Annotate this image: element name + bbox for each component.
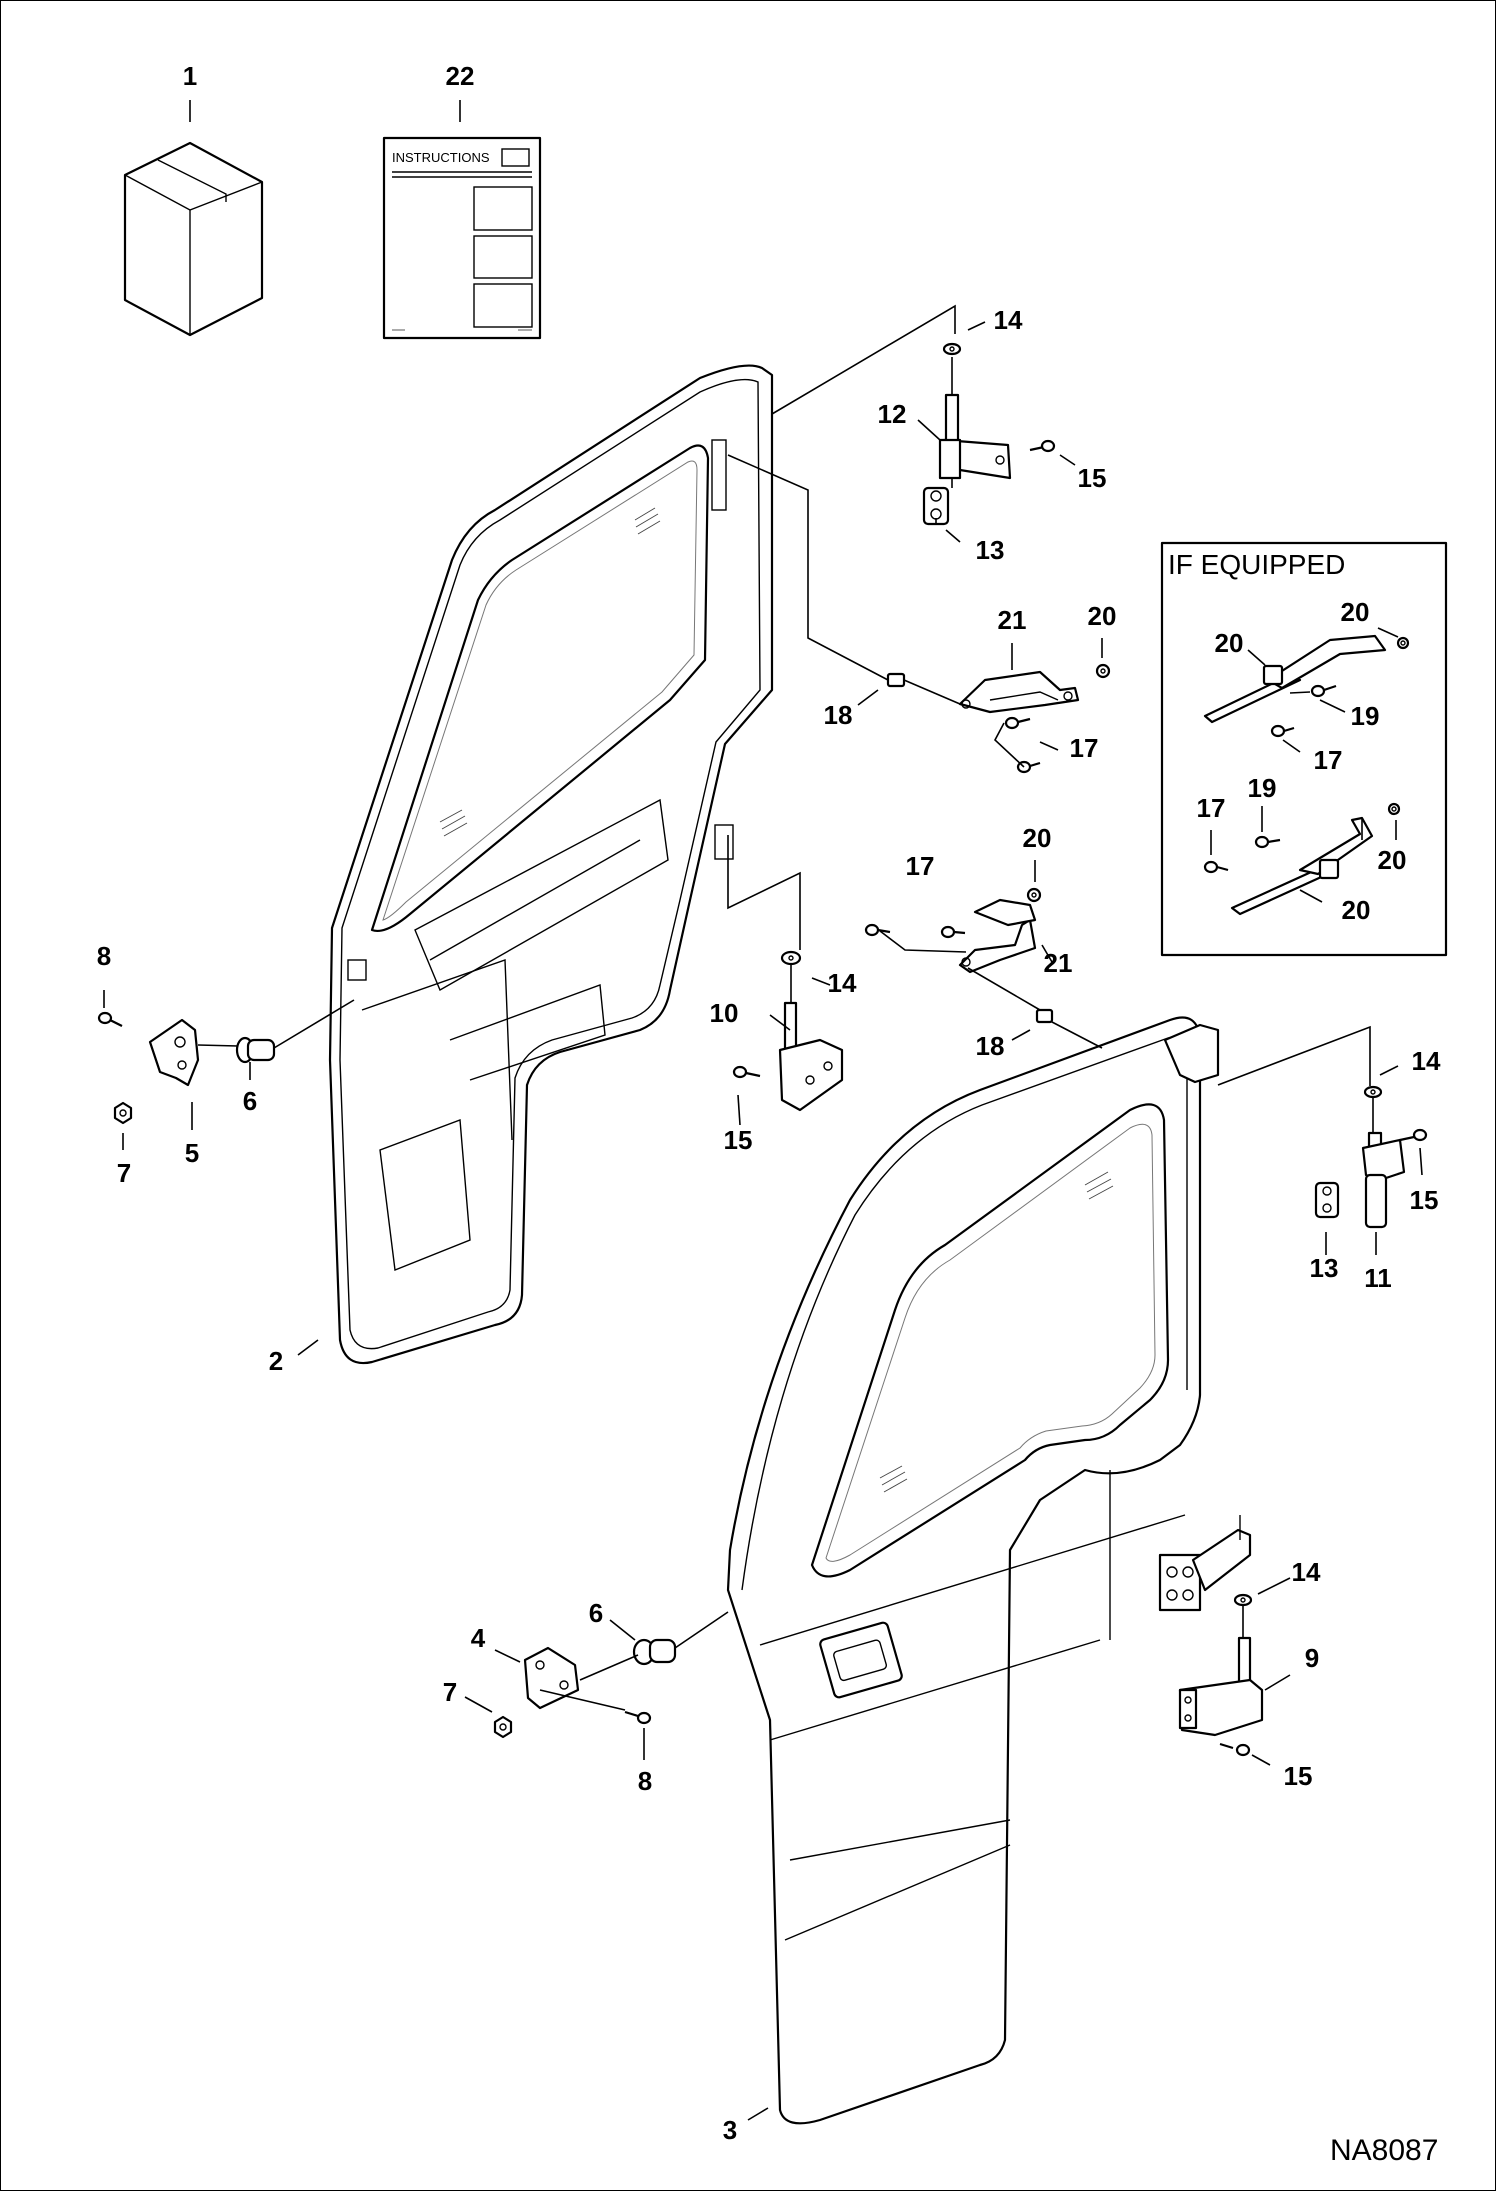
screw-top [1029,439,1056,453]
callout-opt-screw-a: 17 [1314,745,1343,775]
callout-clip-a: 18 [824,700,853,730]
callout-striker-lower: 4 [471,1623,486,1653]
opt-strap-a [1203,673,1302,724]
callout-washer-top: 14 [994,305,1023,335]
handle-upper-assembly [886,663,1111,774]
svg-text:INSTRUCTIONS: INSTRUCTIONS [392,150,490,165]
striker-upper-assembly [97,1011,276,1125]
callout-door-outer: 3 [723,2115,737,2145]
callout-plate-right: 13 [1310,1253,1339,1283]
callout-clip-b: 18 [976,1031,1005,1061]
striker-lower-assembly [493,1638,677,1739]
callout-opt-nut-b: 20 [1378,845,1407,875]
bolt-lower [624,1710,652,1725]
option-box: IF EQUIPPED [1160,541,1448,957]
callout-opt-bolt-a: 19 [1351,701,1380,731]
callout-bolt-lower: 8 [638,1766,652,1796]
callout-screw-right: 15 [1410,1185,1439,1215]
callout-nut-a: 20 [1088,601,1117,631]
nut-lower [493,1715,513,1739]
nut-upper [113,1101,133,1125]
callout-opt-bolt-b: 19 [1248,773,1277,803]
callout-nut-b: 20 [1023,823,1052,853]
callout-bumper-lower: 6 [589,1598,603,1628]
callout-screw-top: 15 [1078,463,1107,493]
bolt-upper [97,1011,123,1027]
callout-washer-right: 14 [1412,1046,1441,1076]
callout-hinge-top: 12 [878,399,907,429]
screw-lower-right [1219,1742,1251,1757]
svg-text:IF EQUIPPED: IF EQUIPPED [1168,549,1345,580]
handle-a [958,670,1080,714]
hinge-mid-assembly [732,950,844,1112]
instructions-manual: INSTRUCTIONS [382,136,542,340]
callout-hinge-mid: 10 [710,998,739,1028]
bumper-lower [632,1638,677,1666]
callout-striker-upper: 5 [185,1138,199,1168]
callout-nut-lower: 7 [443,1677,457,1707]
callout-handle-a: 21 [998,605,1027,635]
hinge-top-assembly [922,342,1056,526]
screw-mid [732,1065,761,1079]
clip-b [1035,1008,1054,1024]
bumper-upper [235,1036,276,1064]
kit-box [123,141,264,337]
striker-lower [523,1646,580,1710]
callout-washer-lower-right: 14 [1292,1557,1321,1587]
drawing-code: NA8087 [1330,2134,1438,2167]
callout-screw-lower-right: 15 [1284,1761,1313,1791]
callout-bolt-upper: 8 [97,941,111,971]
callout-handle-b: 21 [1044,948,1073,978]
callout-screw-mid: 15 [724,1125,753,1155]
nut-a [1095,663,1111,679]
callout-hinge-right: 11 [1364,1263,1392,1293]
callout-opt-strap-a: 20 [1215,628,1244,658]
screw-right [1399,1128,1428,1142]
callout-opt-strap-b: 20 [1342,895,1371,925]
washer-top [942,342,962,356]
clip-a [886,672,906,688]
callout-door-inner: 2 [269,1346,283,1376]
hinge-lower-right [1178,1678,1264,1737]
callout-plate-top: 13 [976,535,1005,565]
striker-upper [148,1018,200,1087]
hinge-lower-right-assembly [1178,1593,1264,1757]
callout-labels: 1 22 14 12 15 13 21 20 18 17 20 17 21 18… [97,61,1441,2145]
callout-manual: 22 [446,61,475,91]
callout-nut-upper: 7 [117,1158,131,1188]
hinge-right-assembly [1314,1085,1428,1229]
nut-b [1026,887,1042,903]
hinge-right [1361,1138,1406,1182]
callout-screw-pair-a: 17 [1070,733,1099,763]
hinge-mid [778,1038,844,1112]
door-inner-panel [328,364,774,1365]
callout-kit: 1 [183,61,197,91]
handle-b [958,918,1037,974]
plate-right [1314,1181,1340,1219]
leader-lines [197,304,1374,1711]
callout-opt-nut-a: 20 [1341,597,1370,627]
callout-screw-pair-b: 17 [906,851,935,881]
callout-opt-screw-b: 17 [1197,793,1226,823]
callout-washer-mid: 14 [828,968,857,998]
door-outer-panel [726,1016,1252,2125]
callout-leaders [103,100,1423,2121]
callout-bumper-upper: 6 [243,1086,257,1116]
callout-hinge-lower-right: 9 [1305,1643,1319,1673]
handle-lower-assembly [864,887,1054,1024]
